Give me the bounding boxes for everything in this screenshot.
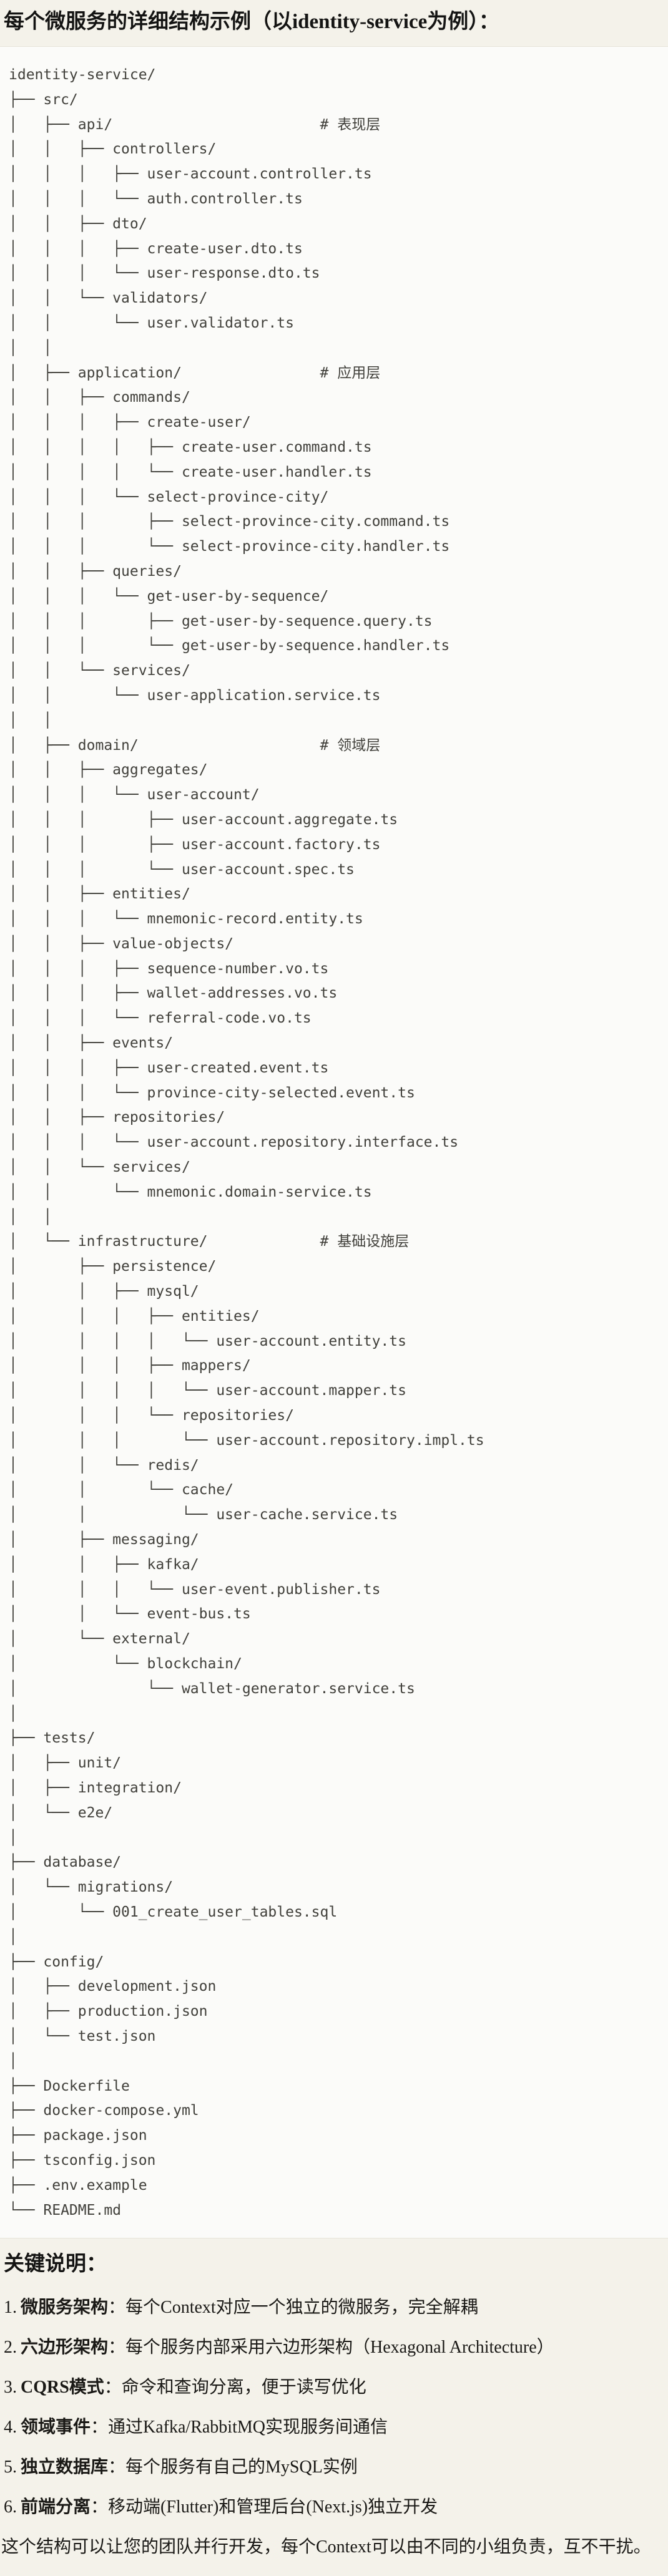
- directory-tree: identity-service/ ├── src/ │ ├── api/ # …: [9, 67, 484, 2219]
- item-number: 5.: [4, 2457, 17, 2477]
- item-label: 领域事件: [21, 2418, 91, 2437]
- item-text: ：每个服务有自己的MySQL实例: [108, 2457, 358, 2477]
- item-label: 独立数据库: [21, 2457, 109, 2477]
- item-number: 1.: [4, 2298, 17, 2318]
- item-text: ：通过Kafka/RabbitMQ实现服务间通信: [91, 2418, 388, 2437]
- notes-list: 1.微服务架构：每个Context对应一个独立的微服务，完全解耦 2.六边形架构…: [0, 2295, 668, 2520]
- item-text: ：移动端(Flutter)和管理后台(Next.js)独立开发: [91, 2497, 438, 2517]
- item-number: 4.: [4, 2418, 17, 2437]
- item-text: ：命令和查询分离，便于读写优化: [104, 2378, 366, 2398]
- list-item: 5.独立数据库：每个服务有自己的MySQL实例: [4, 2454, 664, 2480]
- item-label: 六边形架构: [21, 2338, 109, 2358]
- item-number: 3.: [4, 2378, 17, 2398]
- item-text: ：每个Context对应一个独立的微服务，完全解耦: [108, 2298, 478, 2318]
- list-item: 3.CQRS模式：命令和查询分离，便于读写优化: [4, 2374, 664, 2400]
- document-page: 每个微服务的详细结构示例（以identity-service为例）： ident…: [0, 7, 668, 2570]
- notes-heading: 关键说明：: [4, 2253, 107, 2276]
- item-number: 2.: [4, 2338, 17, 2358]
- item-text: ：每个服务内部采用六边形架构（Hexagonal Architecture）: [108, 2338, 554, 2358]
- list-item: 6.前端分离：移动端(Flutter)和管理后台(Next.js)独立开发: [4, 2494, 664, 2520]
- list-item: 2.六边形架构：每个服务内部采用六边形架构（Hexagonal Architec…: [4, 2335, 664, 2360]
- item-label: 前端分离: [21, 2497, 91, 2517]
- item-number: 6.: [4, 2497, 17, 2517]
- list-item: 4.领域事件：通过Kafka/RabbitMQ实现服务间通信: [4, 2414, 664, 2440]
- list-item: 1.微服务架构：每个Context对应一个独立的微服务，完全解耦: [4, 2295, 664, 2320]
- code-block-directory-tree: identity-service/ ├── src/ │ ├── api/ # …: [0, 46, 668, 2239]
- page-title: 每个微服务的详细结构示例（以identity-service为例）：: [4, 11, 499, 33]
- item-label: 微服务架构: [21, 2298, 109, 2318]
- item-label: CQRS模式: [21, 2378, 104, 2398]
- closing-paragraph: 这个结构可以让您的团队并行开发，每个Context可以由不同的小组负责，互不干扰…: [1, 2537, 651, 2557]
